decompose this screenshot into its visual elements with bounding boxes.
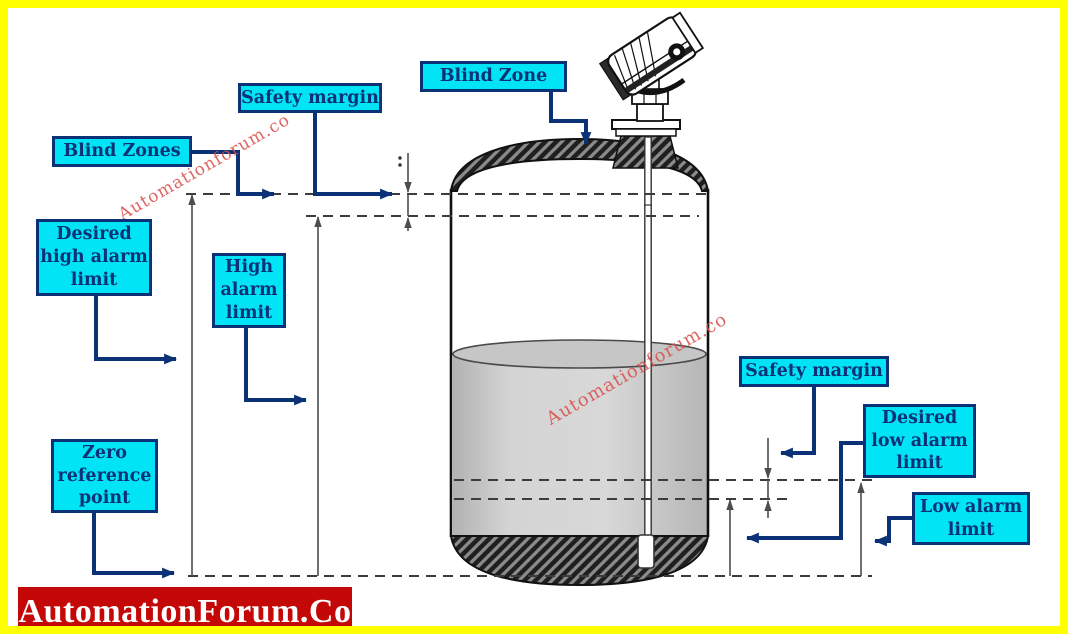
brand-banner: AutomationForum.Co [18, 587, 352, 626]
label-desired-low-alarm-limit: Desired low alarm limit [863, 404, 976, 478]
label-pointers [92, 92, 913, 579]
dimension-break-dot [398, 163, 402, 167]
label-safety-margin-top: Safety margin [238, 83, 382, 113]
probe-end-weight [637, 534, 655, 569]
zero-reference-pointer [92, 513, 176, 579]
label-safety-margin-bottom: Safety margin [739, 356, 889, 387]
label-blind-zones: Blind Zones [52, 136, 192, 167]
safety-margin-top-pointer [313, 113, 394, 200]
low-alarm-pointer [873, 516, 913, 547]
desired-high-pointer [94, 296, 178, 365]
blind-zone-pointer [549, 92, 592, 146]
dimension-lines [188, 153, 865, 576]
label-desired-high-alarm-limit: Desired high alarm limit [36, 219, 152, 296]
tank-level-diagram [92, 11, 913, 587]
probe-rod [644, 136, 652, 539]
label-zero-reference-point: Zero reference point [51, 439, 158, 513]
label-high-alarm-limit: High alarm limit [212, 253, 286, 328]
dimension-break-dot [398, 156, 402, 160]
label-low-alarm-limit: Low alarm limit [912, 492, 1030, 545]
safety-margin-bottom-pointer [779, 387, 816, 459]
level-dashed-lines [186, 193, 872, 577]
transmitter-neck [636, 103, 664, 122]
label-blind-zone: Blind Zone [420, 61, 567, 92]
liquid-surface [452, 339, 707, 369]
head-end-cap [671, 11, 705, 55]
desired-low-pointer [745, 441, 864, 544]
head-fin [614, 55, 630, 93]
liquid-body [453, 354, 707, 536]
blind-zones-pointer [191, 150, 276, 200]
transmitter-head [598, 11, 705, 101]
flange-gasket [615, 128, 677, 137]
high-alarm-pointer [244, 328, 308, 406]
tank-bottom-head [449, 535, 710, 587]
head-sight-glass [672, 47, 682, 57]
